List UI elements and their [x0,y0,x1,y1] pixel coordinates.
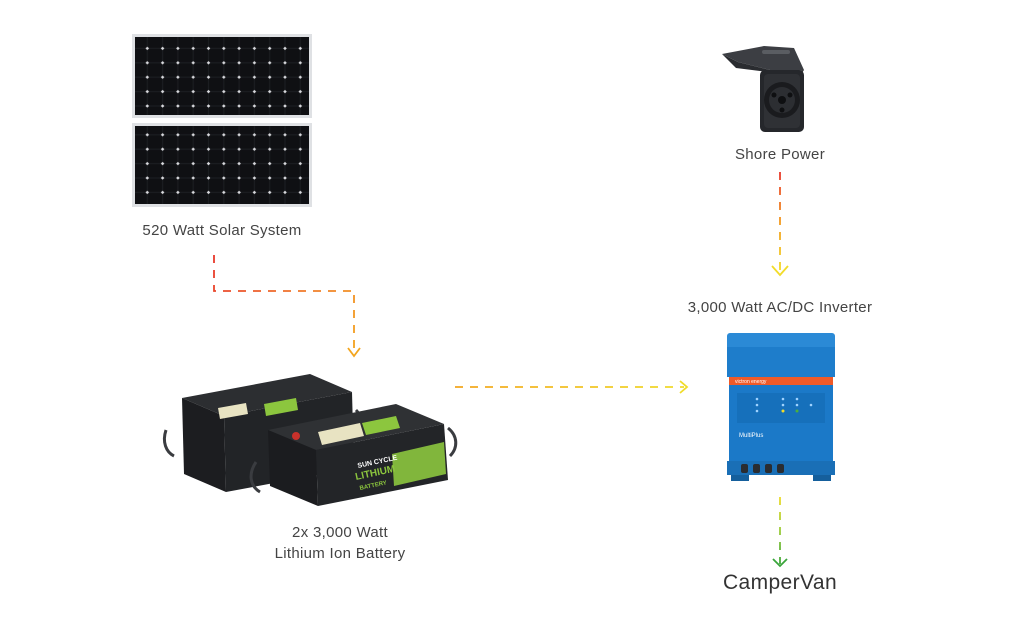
arrowhead-icon [679,380,689,394]
solar-label: 520 Watt Solar System [142,222,302,239]
arrowhead-icon [771,265,789,277]
shore-to-inverter-wire [771,172,789,277]
inverter-label: 3,000 Watt AC/DC Inverter [687,299,873,316]
battery-label: 2x 3,000 Watt Lithium Ion Battery [220,522,460,564]
solar-panel-top [132,34,312,118]
battery-front: SUN CYCLE LITHIUM BATTERY [249,404,458,506]
inverter-brand-text: victron energy [735,379,767,385]
inverter-model-text: MultiPlus [739,433,763,439]
arrowhead-icon [772,558,788,568]
battery-label-line2: Lithium Ion Battery [274,545,406,562]
inverter-image: victron energy MultiPlus [727,333,835,481]
battery-image: SUN CYCLE LITHIUM BATTERY [162,374,458,506]
inverter-to-campervan-wire [772,497,788,568]
shore-power-socket-image [722,46,804,132]
solar-to-battery-wire [213,255,361,358]
battery-label-line1: 2x 3,000 Watt [292,524,388,541]
solar-panel-bottom [132,123,312,207]
campervan-label: CamperVan [722,571,838,594]
shore-power-label: Shore Power [734,146,825,163]
solar-panel-image [132,34,312,207]
battery-brand-line3: BATTERY [359,480,387,492]
arrowhead-icon [347,347,361,358]
battery-to-inverter-wire [455,380,689,394]
